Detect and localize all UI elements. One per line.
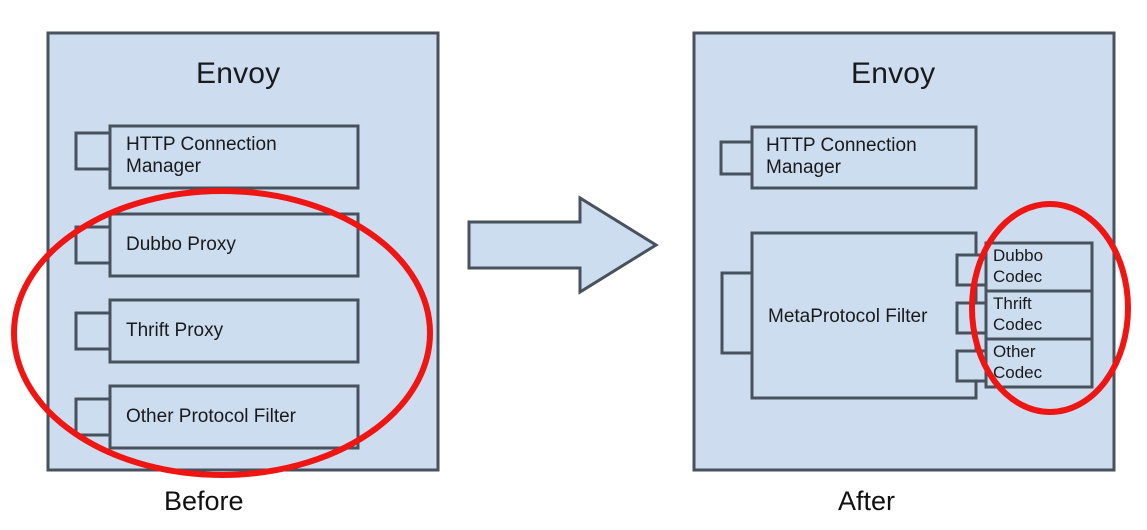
codec-box-dubbo bbox=[984, 241, 1094, 293]
filter-tab-other-before bbox=[74, 397, 113, 437]
caption-before: Before bbox=[164, 486, 244, 516]
filter-box-thrift-before bbox=[108, 298, 360, 364]
envoy-title-after: Envoy bbox=[851, 57, 936, 90]
codec-label-other-line2: Codec bbox=[993, 363, 1043, 383]
codec-label-thrift-line2: Codec bbox=[993, 315, 1043, 335]
filter-tab-http-before bbox=[74, 131, 113, 171]
filter-label-http-after: HTTP Connection Manager bbox=[766, 135, 976, 180]
filter-label-thrift-before: Thrift Proxy bbox=[126, 320, 224, 341]
filter-box-metaprotocol bbox=[750, 231, 978, 400]
filter-box-http-after bbox=[750, 125, 978, 190]
filter-label-metaprotocol: MetaProtocol Filter bbox=[768, 306, 928, 327]
codec-label-dubbo-line2: Codec bbox=[993, 267, 1043, 287]
codec-label-dubbo-line1: Dubbo bbox=[993, 246, 1044, 265]
codec-label-dubbo: Dubbo Codec bbox=[993, 245, 1093, 288]
filter-box-other-before bbox=[108, 384, 360, 450]
codec-label-other-line1: Other bbox=[993, 342, 1036, 361]
highlight-ellipse-after bbox=[969, 201, 1131, 415]
caption-after: After bbox=[838, 486, 896, 516]
filter-tab-http-after bbox=[719, 140, 755, 176]
transition-arrow-icon bbox=[467, 195, 659, 295]
highlight-ellipse-before bbox=[11, 188, 433, 478]
filter-label-other-before: Other Protocol Filter bbox=[126, 406, 296, 427]
codec-label-thrift: Thrift Codec bbox=[993, 293, 1093, 336]
filter-label-http-before: HTTP Connection Manager bbox=[126, 134, 352, 179]
filter-label-dubbo-before: Dubbo Proxy bbox=[126, 234, 236, 255]
filter-box-dubbo-before bbox=[108, 212, 360, 278]
filter-label-http-before-text: HTTP Connection Manager bbox=[126, 134, 277, 178]
envoy-title-before: Envoy bbox=[196, 57, 281, 90]
codec-label-other: Other Codec bbox=[993, 341, 1093, 384]
filter-label-http-after-text: HTTP Connection Manager bbox=[766, 135, 917, 179]
filter-box-http-before bbox=[108, 124, 360, 190]
codec-label-thrift-line1: Thrift bbox=[993, 294, 1032, 313]
